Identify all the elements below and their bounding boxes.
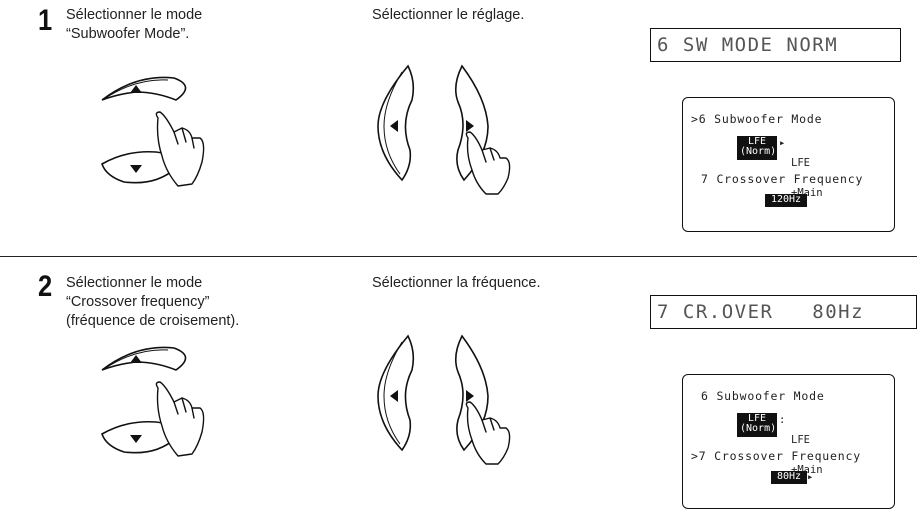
osd-value-arrow: ▸ [807,471,814,483]
osd-subwoofer-mode-line: 6 Subwoofer Mode [701,389,825,403]
osd-option-line: +Main [791,187,823,199]
step-1-front-display: 6 SW MODE NORM [650,28,901,62]
up-down-cursor-buttons-icon [101,76,205,187]
osd-option-line: LFE [791,434,810,446]
osd-option-lfe-main: LFE +Main [791,415,823,495]
instruction-line: (fréquence de croisement). [66,313,240,329]
instruction-line: Sélectionner le mode [66,275,203,291]
osd-option-line: +Main [791,464,823,476]
osd-option-separator: : [779,414,786,426]
up-down-cursor-buttons-icon [101,346,205,457]
osd-option-line: LFE [791,157,810,169]
osd-crossover-frequency-line: >7 Crossover Frequency [691,449,861,463]
osd-frequency-value: 120Hz [765,194,807,207]
instruction-line: “Subwoofer Mode”. [66,26,190,42]
osd-option-line: (Norm) [740,146,777,157]
osd-crossover-frequency-line: 7 Crossover Frequency [701,172,864,186]
instruction-line: Sélectionner la fréquence. [372,275,541,291]
osd-option-lfe-norm-selected: LFE (Norm) [737,136,777,160]
osd-subwoofer-mode-line: >6 Subwoofer Mode [691,112,823,126]
instruction-line: Sélectionner le réglage. [372,7,525,23]
left-right-cursor-buttons-icon [377,64,511,195]
osd-option-separator: ▸ [779,137,786,149]
step-2-instruction-select-mode: Sélectionner le mode “Crossover frequenc… [66,274,239,331]
section-divider [0,256,917,257]
step-2-number: 2 [38,270,53,303]
step-1-onscreen-display: >6 Subwoofer Mode LFE (Norm) ▸ LFE +Main… [682,97,895,232]
osd-option-line: LFE [747,136,767,147]
osd-frequency-value: 80Hz [771,471,807,484]
osd-option-line: LFE [747,413,767,424]
step-2-instruction-select-frequency: Sélectionner la fréquence. [372,274,540,293]
step-1-instruction-select-mode: Sélectionner le mode “Subwoofer Mode”. [66,6,202,44]
instruction-line: “Crossover frequency” [66,294,210,310]
osd-option-lfe-norm-selected: LFE (Norm) [737,413,777,437]
osd-option-line: (Norm) [740,423,777,434]
step-1-instruction-select-setting: Sélectionner le réglage. [372,6,524,25]
left-right-cursor-buttons-icon [377,334,511,465]
step-1-number: 1 [38,4,53,37]
osd-option-lfe-main: LFE +Main [791,138,823,218]
step-2-onscreen-display: 6 Subwoofer Mode LFE (Norm) : LFE +Main … [682,374,895,509]
instruction-line: Sélectionner le mode [66,7,203,23]
step-2-front-display: 7 CR.OVER 80Hz [650,295,917,329]
